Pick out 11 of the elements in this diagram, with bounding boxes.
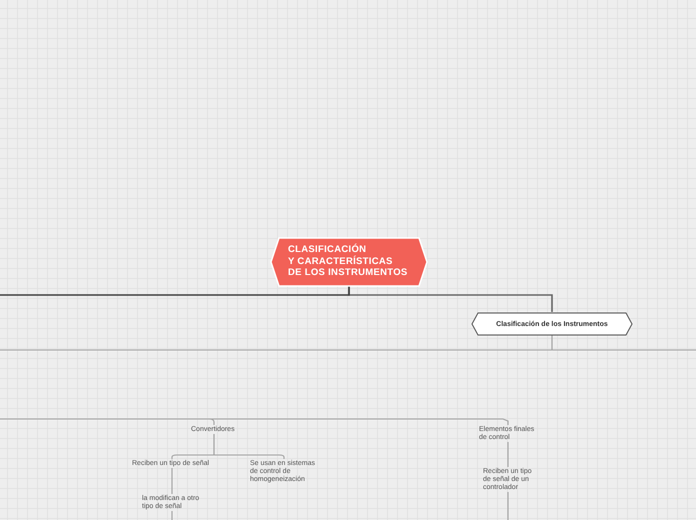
connector-line <box>171 468 173 494</box>
connector-line <box>551 335 696 351</box>
connector-line <box>0 286 350 296</box>
connector-line <box>0 418 509 426</box>
central-topic-hexagon <box>271 238 427 286</box>
subtopic-hexagon <box>472 313 632 335</box>
connector-line <box>507 442 509 467</box>
node-title: CLASIFICACIÓN Y CARACTERÍSTICAS DE LOS INSTRUMENTOS <box>288 244 408 278</box>
connector-line <box>171 511 173 520</box>
connector-line <box>507 492 509 520</box>
connector-line <box>213 434 285 459</box>
